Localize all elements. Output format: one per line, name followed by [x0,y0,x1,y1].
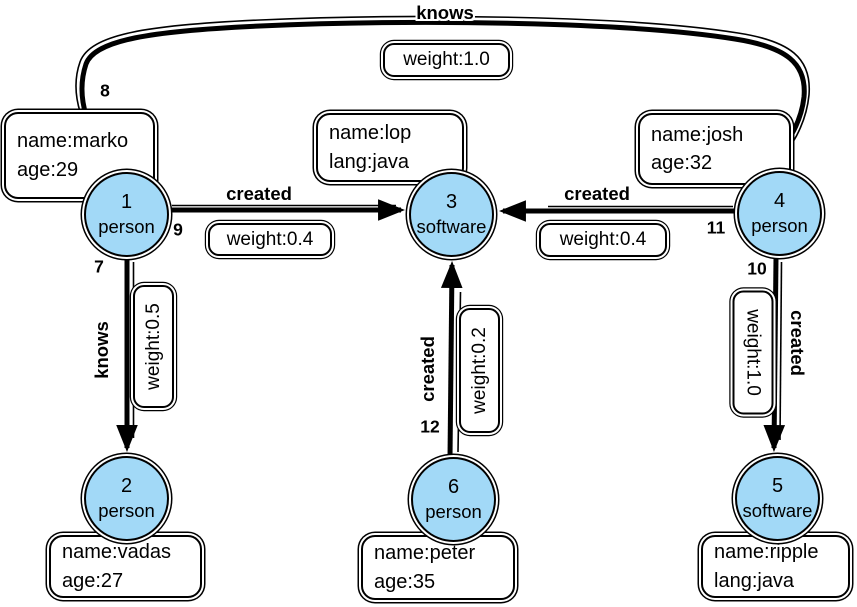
edge-id-7: 7 [94,256,104,277]
edge-id-8: 8 [100,80,110,101]
property-line: age:29 [17,158,79,181]
vertex-id: 5 [771,475,784,498]
edge-created-6-3-line [440,260,463,459]
vertex-label: person [751,215,808,237]
vertex-label: person [98,216,155,238]
edge-label-knows-1-2: knows [91,321,112,379]
vertex-id: 6 [447,476,460,499]
edge-created-4-5-line [763,257,786,453]
edge-created-4-5-echo [779,261,783,441]
edge-label-created-4-3: created [564,183,630,204]
property-line: lang:java [329,150,410,173]
property-box-lop: name:lop lang:java [316,113,464,182]
property-line: name:lop [329,122,412,145]
edge-label-created-6-3: created [417,336,438,402]
edge-label-knows-1-4: knows [416,2,474,23]
edge-id-9: 9 [173,219,183,240]
vertex-3-software: 3 software [409,172,494,257]
property-line: name:ripple [714,541,819,564]
property-box-ripple: name:ripple lang:java [701,535,850,598]
property-line: age:27 [62,569,124,592]
weight-box-created-1-3: weight:0.4 [208,223,332,256]
vertex-id: 1 [120,191,133,214]
property-box-josh: name:josh age:32 [638,113,791,185]
property-line: age:35 [374,570,436,593]
vertex-4-person: 4 person [737,171,822,256]
property-line: lang:java [714,569,795,592]
vertex-id: 4 [773,190,786,213]
weight-box-knows-1-2: weight:0.5 [133,285,174,408]
vertex-label: person [98,500,155,522]
weight-box-created-6-3: weight:0.2 [459,308,500,433]
property-line: name:peter [374,542,476,565]
vertex-1-person: 1 person [84,172,169,257]
edge-knows-1-4-echo [75,15,810,171]
property-box-vadas: name:vadas age:27 [49,535,202,598]
vertex-6-person: 6 person [411,457,496,542]
edge-label-created-1-3: created [226,183,292,204]
vertex-id: 3 [445,191,458,214]
edge-id-12: 12 [420,416,440,437]
property-line: name:josh [651,123,744,146]
vertex-label: person [425,501,482,523]
weight-box-created-4-5: weight:1.0 [732,290,774,415]
edge-label-created-4-5: created [787,310,808,376]
property-line: age:32 [651,152,713,174]
edge-id-10: 10 [747,258,767,279]
vertex-5-software: 5 software [735,456,820,541]
property-line: name:marko [17,130,129,153]
vertex-label: software [416,216,487,238]
vertex-id: 2 [120,475,133,498]
weight-box-created-4-3: weight:0.4 [539,223,667,257]
vertex-label: software [742,500,813,522]
property-line: name:vadas [62,541,171,564]
edge-id-11: 11 [706,217,726,238]
property-box-peter: name:peter age:35 [361,535,515,600]
vertex-2-person: 2 person [84,456,169,541]
weight-box-knows-1-4: weight:1.0 [383,43,510,77]
edge-knows-1-4-line [79,19,807,170]
